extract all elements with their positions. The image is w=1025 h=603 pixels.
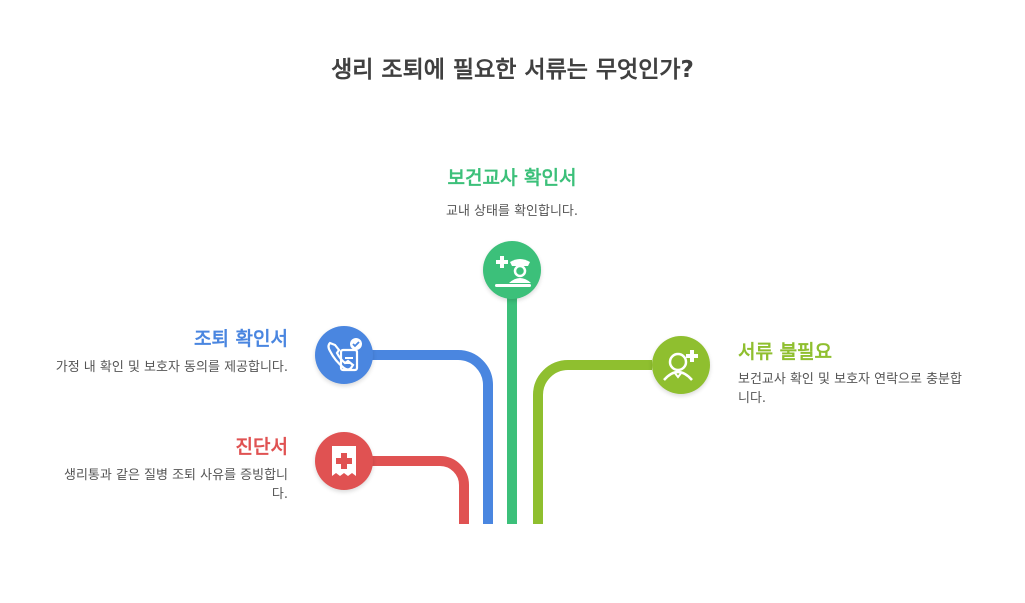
nurse-icon xyxy=(483,241,541,299)
heading-medical-certificate: 진단서 xyxy=(235,436,288,458)
heading-early-leave-confirmation: 조퇴 확인서 xyxy=(193,328,288,350)
page-title: 생리 조퇴에 필요한 서류는 무엇인가? xyxy=(331,57,694,83)
connector-red xyxy=(372,456,469,524)
desc-early-leave-confirmation: 가정 내 확인 및 보호자 동의를 제공합니다. xyxy=(55,360,288,375)
add-person-icon xyxy=(652,336,710,394)
desc-medical-certificate: 생리통과 같은 질병 조퇴 사유를 증빙합니다. xyxy=(64,468,288,502)
heading-nurse-confirmation: 보건교사 확인서 xyxy=(447,167,577,189)
desc-nurse-confirmation: 교내 상태를 확인합니다. xyxy=(446,204,578,219)
desc-no-documents-needed: 보건교사 확인 및 보호자 연락으로 충분합니다. xyxy=(738,372,962,406)
connector-blue xyxy=(372,350,493,524)
phone-check-icon xyxy=(315,326,373,384)
connector-lime xyxy=(533,360,652,524)
medical-document-icon xyxy=(315,432,373,490)
heading-no-documents-needed: 서류 불필요 xyxy=(738,341,833,363)
